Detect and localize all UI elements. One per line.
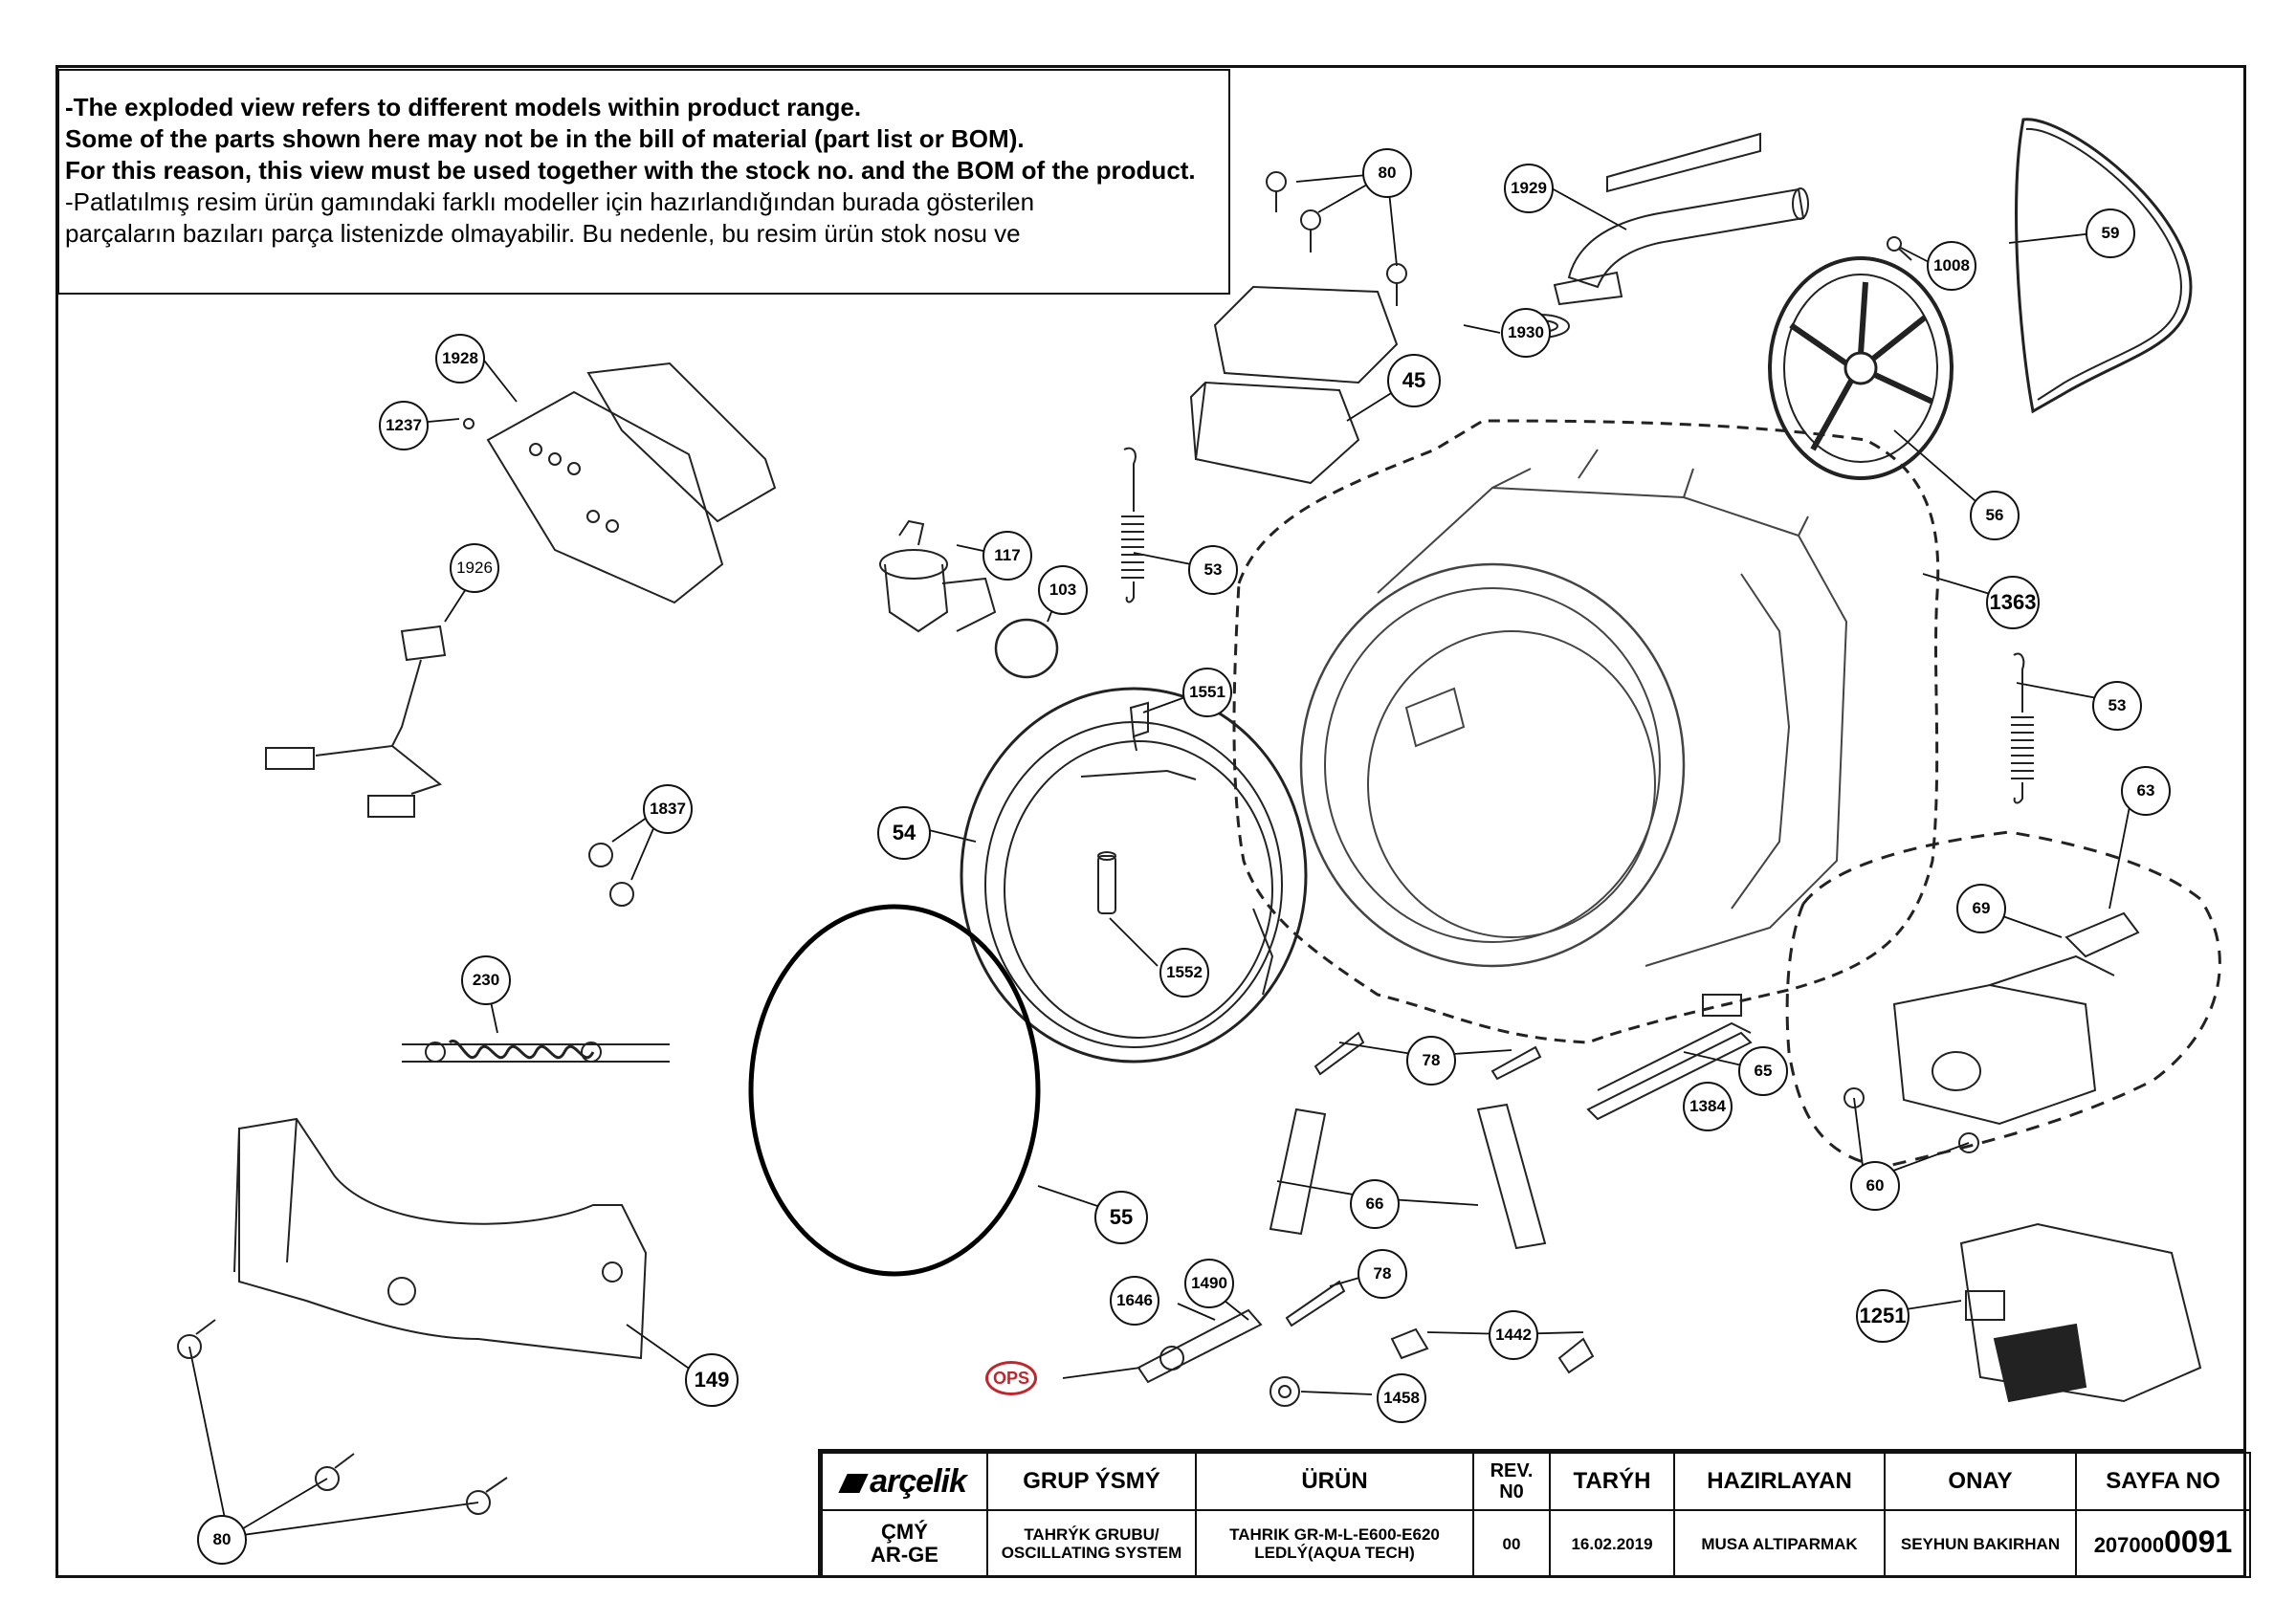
callout-78-lower: 78 <box>1358 1249 1407 1299</box>
callout-117: 117 <box>982 531 1032 581</box>
header-prepared: HAZIRLAYAN <box>1673 1452 1886 1511</box>
callout-80-top: 80 <box>1362 148 1412 198</box>
callout-1237: 1237 <box>379 401 429 450</box>
callout-66: 66 <box>1350 1179 1400 1229</box>
notice-line-2: Some of the parts shown here may not be … <box>65 124 1025 153</box>
callout-1251: 1251 <box>1856 1289 1910 1343</box>
approved-by: SEYHUN BAKIRHAN <box>1884 1509 2077 1578</box>
nut-part-1458 <box>1269 1376 1300 1407</box>
header-product: ÜRÜN <box>1195 1452 1474 1511</box>
spring-part-230 <box>402 1039 670 1063</box>
callout-63: 63 <box>2121 766 2171 816</box>
callout-80-bottom: 80 <box>197 1515 247 1565</box>
callout-149: 149 <box>685 1353 739 1407</box>
screw-part-80-top <box>1266 171 1407 306</box>
callout-53-right: 53 <box>2092 681 2142 731</box>
pin-part-78 <box>1285 1031 1542 1327</box>
header-date: TARÝH <box>1549 1452 1675 1511</box>
notice-line-5: parçaların bazıları parça listenizde olm… <box>65 219 1021 248</box>
motor-boundary-dashed <box>1785 830 2221 1169</box>
tub-part-1363 <box>1299 449 1848 968</box>
header-approved: ONAY <box>1884 1452 2077 1511</box>
page-number: 2070000091 <box>2075 1509 2251 1578</box>
harness-part-1926 <box>265 625 447 818</box>
belt-part-59 <box>2015 118 2193 414</box>
screw-part-60 <box>1843 1087 1979 1153</box>
header-rev: REV. N0 <box>1472 1452 1551 1511</box>
spring-part-53-left <box>1121 447 1144 603</box>
notice-line-1: -The exploded view refers to different m… <box>65 93 862 121</box>
ring-part-103 <box>994 618 1059 679</box>
pulley-part-56 <box>1768 256 1954 480</box>
hose-part-1929 <box>1553 132 1809 306</box>
callout-1384: 1384 <box>1683 1082 1733 1131</box>
motor-part-63 <box>1892 954 2115 1126</box>
callout-59: 59 <box>2086 208 2135 258</box>
callout-1929: 1929 <box>1504 164 1554 213</box>
callout-60: 60 <box>1850 1161 1900 1211</box>
callout-1490: 1490 <box>1184 1259 1234 1308</box>
hose-part-1552 <box>1097 851 1116 914</box>
callout-230: 230 <box>461 955 511 1005</box>
callout-53-left: 53 <box>1188 545 1238 595</box>
revision-number: 00 <box>1472 1509 1551 1578</box>
module-part-1251 <box>1959 1222 2202 1403</box>
callout-1442: 1442 <box>1489 1310 1538 1360</box>
damper-part-66 <box>1269 1103 1547 1250</box>
callout-1008: 1008 <box>1927 241 1976 291</box>
pad-part-69 <box>2064 911 2140 958</box>
control-panel-part-1928 <box>486 362 777 604</box>
bracket-part-45 <box>1189 285 1399 485</box>
valve-part-1646 <box>1137 1308 1263 1384</box>
callout-56: 56 <box>1970 491 2020 540</box>
exploded-view-notice: -The exploded view refers to different m… <box>57 69 1230 295</box>
callout-1458: 1458 <box>1377 1373 1426 1423</box>
title-block: arçelik GRUP ÝSMÝ ÜRÜN REV. N0 TARÝH HAZ… <box>818 1449 2251 1578</box>
callout-55: 55 <box>1094 1191 1148 1244</box>
header-page: SAYFA NO <box>2075 1452 2251 1511</box>
screw-part-1008 <box>1887 236 1912 261</box>
callout-1646: 1646 <box>1110 1276 1159 1326</box>
callout-1552: 1552 <box>1159 948 1209 998</box>
group-name: TAHRÝK GRUBU/OSCILLATING SYSTEM <box>986 1509 1197 1578</box>
callout-65: 65 <box>1738 1046 1788 1096</box>
sensor-part-1551 <box>1129 701 1149 752</box>
callout-1926: 1926 <box>450 543 499 593</box>
heater-part-65 <box>1586 994 1753 1121</box>
header-group: GRUP ÝSMÝ <box>986 1452 1197 1511</box>
prepared-by: MUSA ALTIPARMAK <box>1673 1509 1886 1578</box>
callout-1363: 1363 <box>1986 576 2040 629</box>
callout-69: 69 <box>1956 884 2006 933</box>
screw-part-80-bottom <box>177 1319 508 1515</box>
clip-part-1237 <box>463 418 475 429</box>
notice-line-4: -Patlatılmış resim ürün gamındaki farklı… <box>65 187 1035 216</box>
gasket-ring-part-55 <box>748 904 1041 1277</box>
callout-1837: 1837 <box>643 784 693 834</box>
notice-line-3: For this reason, this view must be used … <box>65 156 1196 185</box>
callout-103: 103 <box>1038 565 1088 615</box>
callout-78-upper: 78 <box>1406 1036 1456 1086</box>
cap-part-1837 <box>588 843 634 907</box>
tub-boundary-dashed <box>1232 419 1940 1044</box>
spring-part-53-right <box>2011 652 2034 804</box>
revision-date: 16.02.2019 <box>1549 1509 1675 1578</box>
door-ring-part-54 <box>960 687 1308 1064</box>
callout-1551: 1551 <box>1182 668 1232 717</box>
brand-logo: arçelik <box>821 1452 988 1511</box>
callout-1930: 1930 <box>1501 308 1551 358</box>
leader-lines <box>188 172 2134 1538</box>
callout-54: 54 <box>877 806 931 860</box>
ops-badge: OPS <box>985 1361 1037 1395</box>
counterweight-part-149 <box>233 1117 648 1360</box>
callout-45: 45 <box>1387 354 1441 407</box>
nozzle-part-117 <box>879 519 997 633</box>
callout-1928: 1928 <box>435 334 485 384</box>
plug-part-1442 <box>1390 1327 1595 1374</box>
